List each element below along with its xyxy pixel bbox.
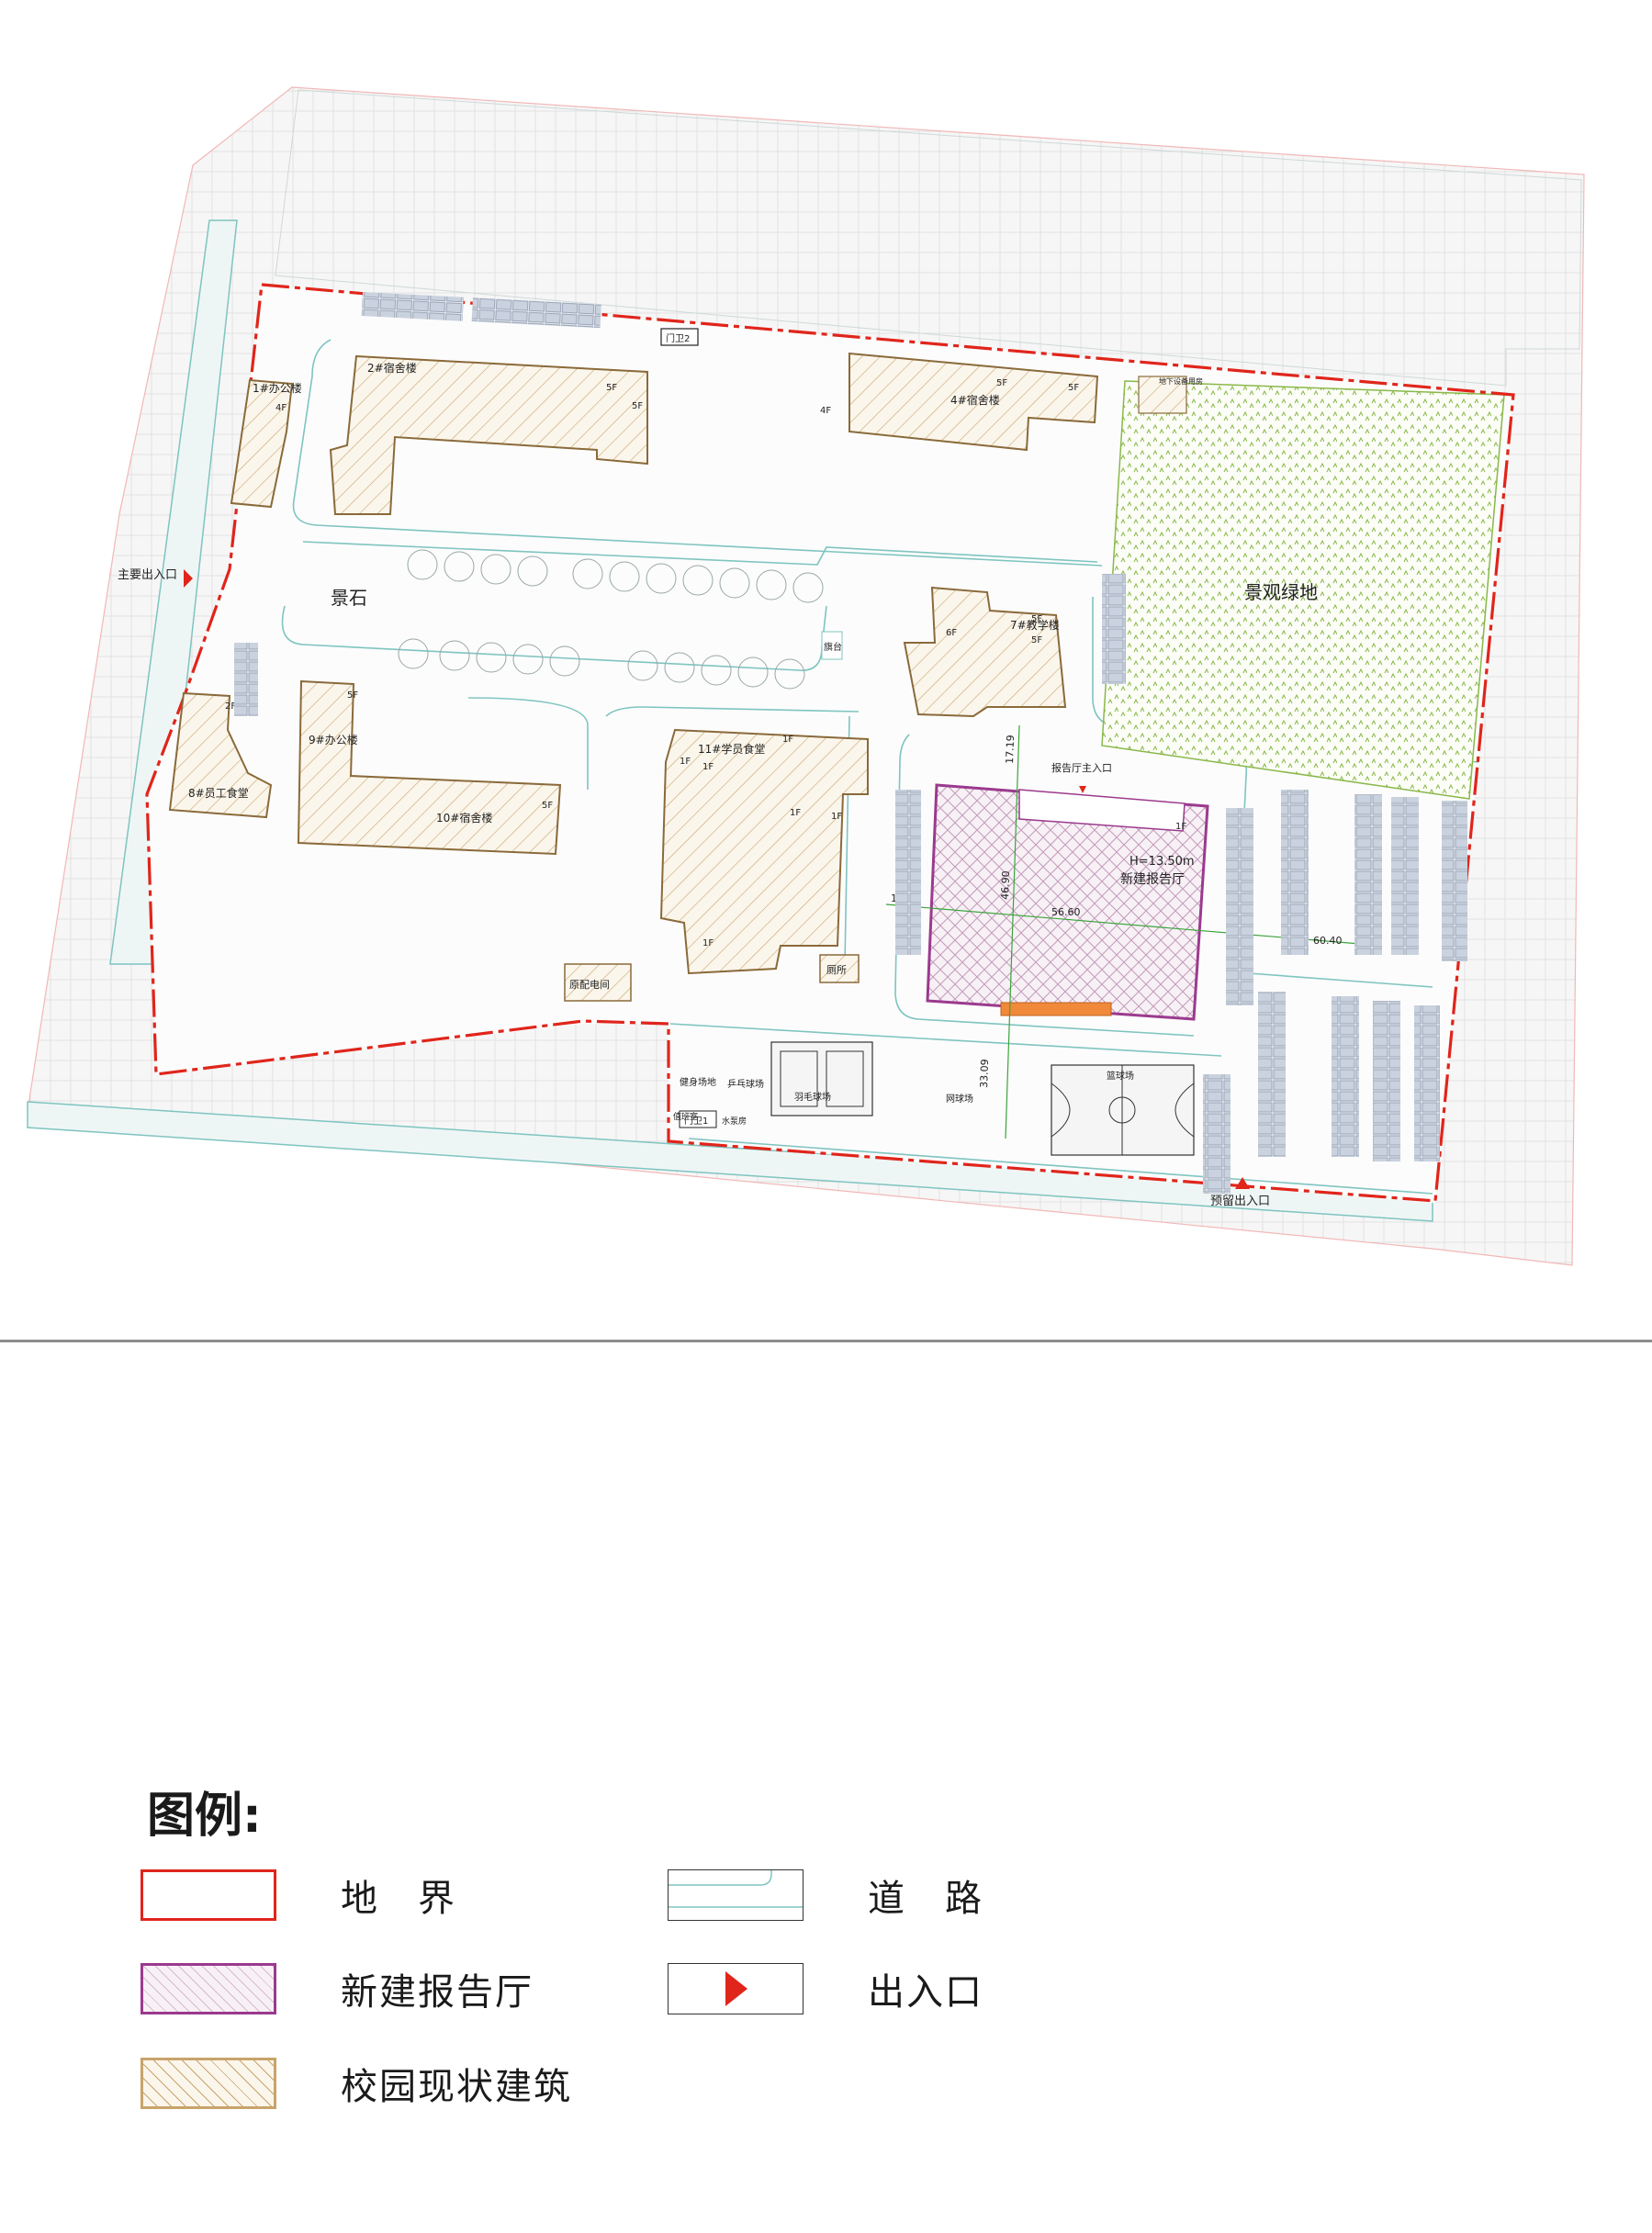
b9-floor: 5F — [347, 690, 358, 701]
dim-33-09: 33.09 — [978, 1059, 991, 1088]
underground-equipment-room — [1138, 376, 1187, 414]
b11-floor-e: 1F — [831, 812, 842, 822]
reserved-entrance-marker[interactable] — [1235, 1177, 1250, 1189]
b10-floor: 5F — [542, 801, 553, 811]
legend-item-existing: 校园现状建筑 — [140, 2057, 572, 2110]
legend-label-boundary: 地 界 — [341, 1878, 456, 1920]
legend-title: 图例: — [147, 1789, 262, 1844]
b11-floor-a: 1F — [680, 757, 691, 767]
legend-item-entrance: 出入口 — [668, 1962, 983, 2015]
section-divider — [0, 1340, 1652, 1342]
north-strip — [275, 89, 1582, 387]
new-hall-floor: 1F — [1175, 822, 1186, 832]
badminton-court — [770, 1041, 873, 1116]
parking-north-1 — [361, 292, 464, 321]
dim-46-90: 46.90 — [999, 870, 1012, 900]
legend-item-road: 道 路 — [668, 1868, 983, 1922]
boundary-swatch — [140, 1869, 276, 1921]
guardhouse-1-label: 门卫1 — [684, 1115, 708, 1127]
b1-label: 1#办公楼 — [253, 381, 302, 395]
guardhouse-1 — [679, 1110, 717, 1128]
road-swatch — [668, 1869, 804, 1921]
b2-label: 2#宿舍楼 — [367, 361, 417, 375]
b11-floor-b: 1F — [702, 762, 714, 772]
dim-56-60: 56.60 — [1051, 906, 1081, 918]
substation — [564, 963, 632, 1002]
new-hall-swatch — [140, 1963, 276, 2014]
plaza-trees — [398, 549, 824, 690]
b11-label: 11#学员食堂 — [698, 742, 765, 756]
duty-room-label: 值班室 — [673, 1111, 698, 1122]
building-7-teaching — [903, 586, 1067, 718]
pump-room-label: 水泵房 — [722, 1116, 747, 1127]
badminton-label: 羽毛球场 — [794, 1091, 831, 1103]
road-swatch-graphic — [669, 1870, 803, 1908]
building-11-canteen — [659, 728, 869, 975]
entrance-arrow-icon — [725, 1971, 747, 2006]
b1-floor: 4F — [275, 403, 287, 413]
underground-label: 地下设备用房 — [1159, 376, 1203, 386]
new-hall-stage — [1018, 789, 1186, 832]
b8-label: 8#员工食堂 — [188, 786, 249, 800]
guardhouse-2 — [660, 328, 699, 346]
toilet-label: 厕所 — [826, 964, 847, 976]
new-hall-steps — [1000, 1002, 1112, 1016]
hall-entrance-label: 报告厅主入口 — [1051, 761, 1112, 774]
guardhouse-2-label: 门卫2 — [666, 332, 690, 344]
legend-item-new-hall: 新建报告厅 — [140, 1962, 534, 2015]
site-plan-map: 景观绿地 景石 旗台 原配电间 厕所 地下设备用房 1#办公楼 4F 2 — [27, 86, 1585, 1266]
b11-floor-f: 1F — [702, 938, 714, 948]
building-1-office — [230, 378, 294, 509]
legend-label-existing: 校园现状建筑 — [341, 2066, 572, 2108]
b7-floor-b: 5F — [1031, 614, 1042, 624]
b7-label: 7#教学楼 — [1010, 618, 1060, 632]
basketball-label: 篮球场 — [1107, 1070, 1134, 1082]
new-hall-label: 新建报告厅 — [1120, 872, 1185, 887]
b9-label: 9#办公楼 — [309, 733, 358, 746]
parking-north-2 — [471, 297, 601, 329]
b10-label: 10#宿舍楼 — [436, 811, 492, 825]
building-9-office — [297, 679, 562, 856]
flagpole-label: 旗台 — [824, 641, 842, 653]
reserved-entrance-label: 预留出入口 — [1210, 1195, 1270, 1208]
legend-label-new-hall: 新建报告厅 — [341, 1971, 534, 2014]
main-entrance-marker[interactable] — [184, 569, 193, 588]
legend-label-entrance: 出入口 — [868, 1971, 983, 2014]
b4-floor-b: 5F — [1068, 383, 1079, 393]
parking-east — [234, 574, 1467, 1194]
b11-floor-c: 1F — [782, 735, 793, 745]
sports-fields: 羽毛球场 健身场地 乒乓球场 网球场 篮球场 — [680, 1041, 1195, 1156]
b7-floor-a: 6F — [946, 628, 957, 638]
new-hall-height: H=13.50m — [1129, 855, 1195, 869]
dim-17-19: 17.19 — [1004, 735, 1017, 764]
tennis-label: 网球场 — [946, 1093, 973, 1105]
pingpong-label: 乒乓球场 — [727, 1078, 764, 1090]
b2-floor-c: 4F — [820, 406, 831, 416]
b4-label: 4#宿舍楼 — [950, 393, 1000, 407]
existing-swatch — [140, 2058, 276, 2109]
new-lecture-hall: H=13.50m 新建报告厅 1F — [926, 783, 1209, 1021]
b2-floor-a: 5F — [606, 383, 617, 393]
landscape-green-label: 景观绿地 — [1244, 581, 1318, 603]
b4-floor-a: 5F — [996, 378, 1007, 388]
b11-floor-d: 1F — [790, 808, 801, 818]
fitness-label: 健身场地 — [680, 1076, 716, 1088]
entrance-swatch — [668, 1963, 804, 2014]
b8-floor: 2F — [225, 701, 236, 712]
building-4-dorm — [848, 352, 1099, 452]
flagpole-platform — [821, 631, 843, 660]
legend-label-road: 道 路 — [868, 1878, 983, 1920]
legend-item-boundary: 地 界 — [140, 1868, 456, 1922]
existing-buildings — [168, 352, 1099, 975]
dim-60-40: 60.40 — [1313, 935, 1343, 947]
hall-entrance-marker[interactable] — [1079, 786, 1086, 793]
building-2-dorm — [329, 354, 648, 515]
scenic-rock-label: 景石 — [331, 587, 367, 609]
toilet — [819, 954, 860, 983]
building-8-canteen — [168, 691, 273, 819]
substation-label: 原配电间 — [569, 979, 610, 991]
b2-floor-b: 5F — [632, 401, 643, 411]
b7-floor-c: 5F — [1031, 635, 1042, 645]
main-entrance-label: 主要出入口 — [118, 568, 177, 582]
